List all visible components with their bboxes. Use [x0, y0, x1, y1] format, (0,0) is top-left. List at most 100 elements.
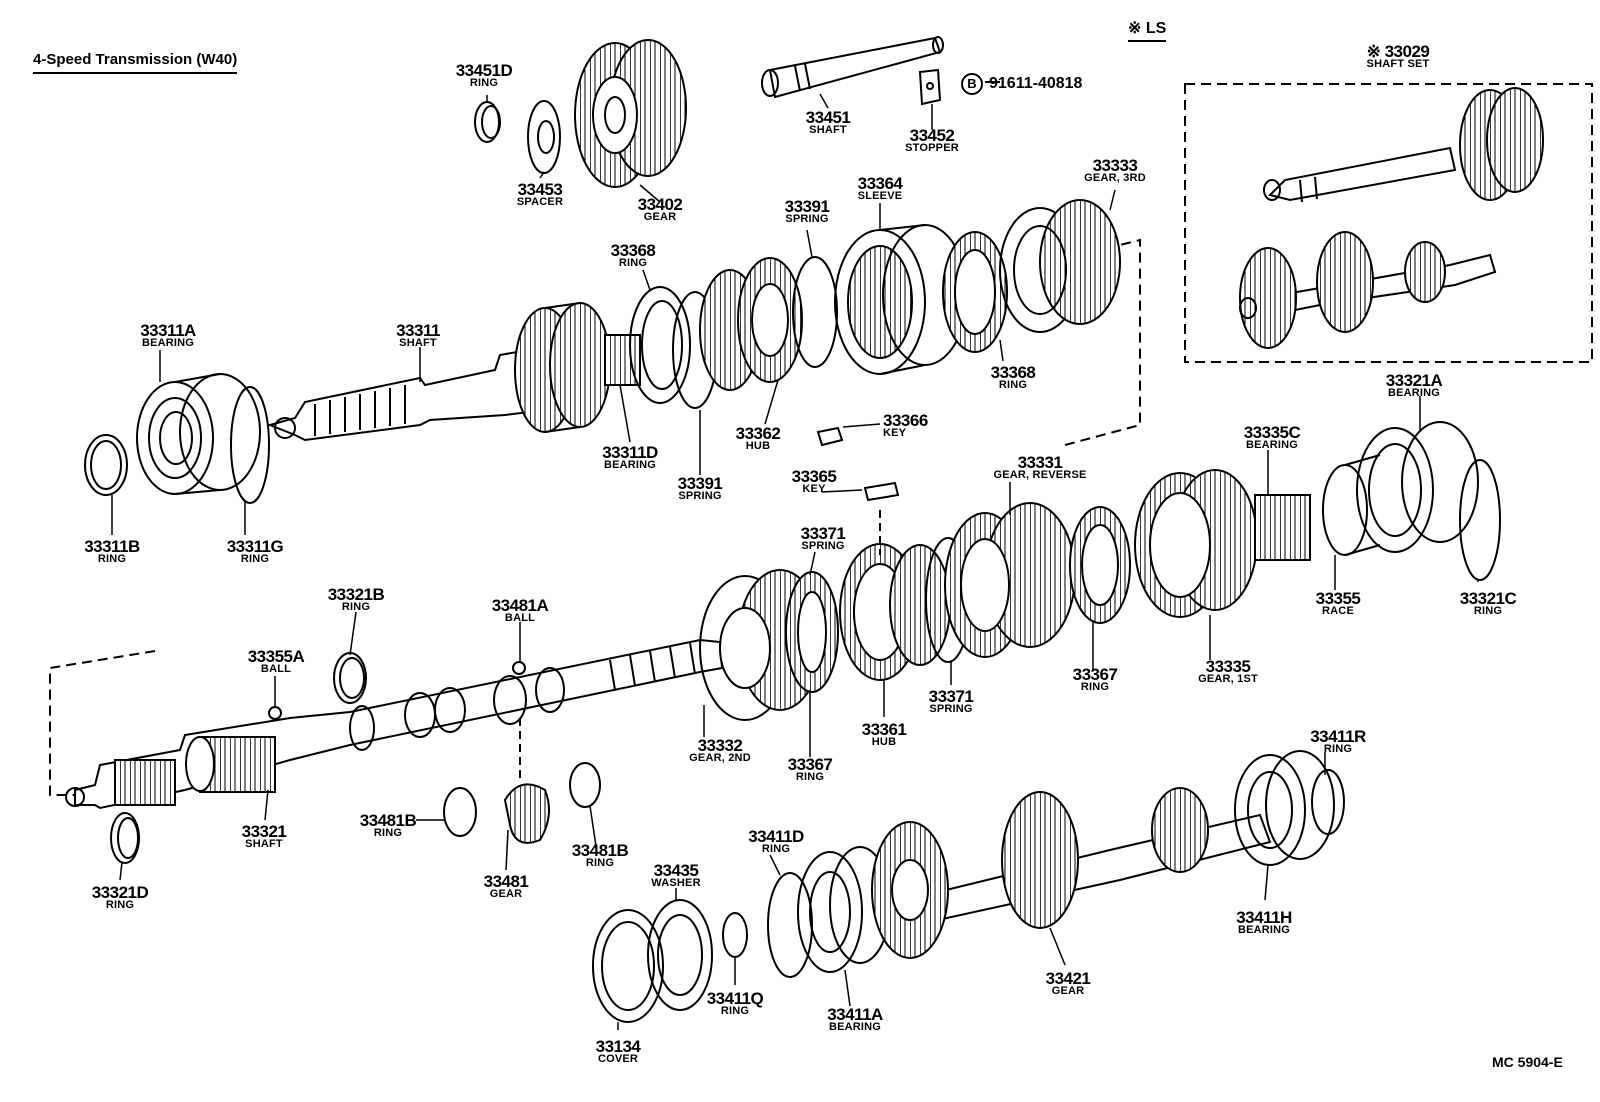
ring-33321C — [1459, 459, 1501, 581]
gear-input — [514, 302, 611, 433]
ring-33321D — [110, 812, 140, 864]
bolt-callout: B 91611-40818 — [961, 73, 1082, 95]
gear-reverse-33331 — [944, 502, 1076, 658]
ring-33411D — [767, 872, 813, 978]
shaft-33321 — [65, 638, 724, 810]
gear-3rd-33333 — [999, 199, 1121, 333]
ball-33481A — [512, 661, 526, 675]
ball-33355A — [268, 706, 282, 720]
ring-33411R — [1311, 769, 1345, 835]
synchro-ring-33368-upper — [629, 286, 691, 404]
ring-33481B-right — [569, 762, 601, 808]
ring-33321B — [333, 652, 367, 704]
bearing-33311A — [136, 373, 261, 495]
synchro-ring-33367-2nd — [785, 571, 839, 693]
bolt-symbol: B — [961, 73, 983, 95]
shaft-33311 — [266, 346, 547, 442]
synchro-ring-33367-1st — [1069, 506, 1131, 624]
spacer-33453 — [527, 100, 561, 174]
bearing-33335C — [1254, 494, 1311, 561]
key-33365 — [863, 481, 900, 502]
synchro-ring-33368-lower — [942, 231, 1008, 353]
ring-33411Q — [722, 912, 748, 958]
counter-gear-33421 — [871, 787, 1272, 959]
key-33366 — [816, 426, 844, 447]
shaft-33451 — [761, 36, 944, 99]
diagram-code: MC 5904-E — [1492, 1054, 1563, 1070]
stopper-33452 — [918, 68, 942, 106]
race-33355 — [1322, 454, 1381, 556]
gear-33402 — [574, 39, 687, 188]
spring-33391-upper — [792, 256, 838, 368]
leader-lines — [111, 93, 1479, 1030]
bolt-number: 91611-40818 — [989, 75, 1083, 93]
hub-33362 — [699, 257, 803, 391]
speedo-gear-33481 — [503, 783, 550, 844]
ring-33311G — [230, 386, 270, 504]
ring-33481B-left — [443, 787, 477, 837]
bearing-33321A — [1356, 421, 1479, 553]
ls-note: ※ LS — [1128, 18, 1167, 42]
shaft-set-box — [1184, 83, 1593, 363]
cover-33134 — [592, 909, 664, 1023]
washer-33435 — [647, 899, 713, 1011]
ring-33311B — [84, 434, 128, 496]
bearing-33411H — [1234, 750, 1335, 866]
diagram-title: 4-Speed Transmission (W40) — [33, 51, 238, 74]
gear-1st-33335 — [1134, 469, 1258, 618]
sleeve-33364 — [834, 224, 968, 375]
hub-33361 — [839, 543, 951, 681]
ring-33451D — [474, 101, 501, 143]
